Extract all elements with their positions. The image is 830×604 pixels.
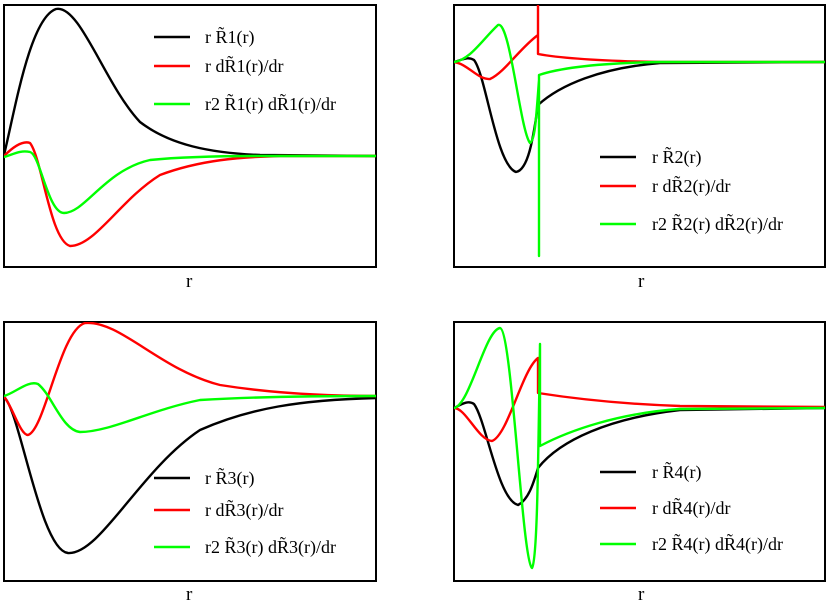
panel-1: r R̃1(r) r dR̃1(r)/dr r2 R̃1(r) dR̃1(r)/… bbox=[3, 4, 377, 292]
curve-3-black bbox=[4, 395, 376, 555]
legend: r R̃3(r) r dR̃3(r)/dr r2 R̃3(r) dR̃3(r)/… bbox=[154, 466, 336, 558]
panel-3: r R̃3(r) r dR̃3(r)/dr r2 R̃3(r) dR̃3(r)/… bbox=[3, 321, 377, 604]
plot-frame bbox=[3, 321, 377, 582]
x-axis-label: r bbox=[638, 271, 645, 292]
legend-label-2: r dR̃1(r)/dr bbox=[205, 54, 283, 77]
curve-2-black bbox=[454, 57, 825, 174]
curve-2-green bbox=[454, 23, 825, 258]
plot-frame bbox=[453, 4, 826, 268]
panel-4: r R̃4(r) r dR̃4(r)/dr r2 R̃4(r) dR̃4(r)/… bbox=[453, 321, 826, 604]
curve-4-red bbox=[454, 356, 825, 443]
plot-frame bbox=[3, 4, 377, 268]
legend-label-3: r2 R̃4(r) dR̃4(r)/dr bbox=[652, 532, 783, 555]
curve-3-red bbox=[4, 322, 376, 437]
legend: r R̃1(r) r dR̃1(r)/dr r2 R̃1(r) dR̃1(r)/… bbox=[154, 25, 336, 115]
panel-2: r R̃2(r) r dR̃2(r)/dr r2 R̃2(r) dR̃2(r)/… bbox=[453, 4, 826, 292]
curve-4-green bbox=[454, 326, 825, 570]
legend: r R̃2(r) r dR̃2(r)/dr r2 R̃2(r) dR̃2(r)/… bbox=[600, 145, 783, 235]
curve-1-green bbox=[4, 150, 376, 215]
x-axis-label: r bbox=[186, 271, 193, 292]
legend-label-2: r dR̃4(r)/dr bbox=[652, 496, 730, 519]
plot-frame bbox=[453, 321, 826, 582]
legend-label-3: r2 R̃2(r) dR̃2(r)/dr bbox=[652, 212, 783, 235]
curve-1-black bbox=[4, 7, 376, 158]
x-axis-label: r bbox=[638, 584, 645, 604]
legend-label-3: r2 R̃3(r) dR̃3(r)/dr bbox=[205, 535, 336, 558]
curve-1-red bbox=[4, 141, 376, 248]
curve-2-red bbox=[454, 5, 825, 81]
legend: r R̃4(r) r dR̃4(r)/dr r2 R̃4(r) dR̃4(r)/… bbox=[600, 460, 783, 555]
legend-label-2: r dR̃2(r)/dr bbox=[652, 174, 730, 197]
legend-label-2: r dR̃3(r)/dr bbox=[205, 498, 283, 521]
curve-4-black bbox=[454, 401, 825, 507]
x-axis-label: r bbox=[186, 584, 193, 604]
legend-label-3: r2 R̃1(r) dR̃1(r)/dr bbox=[205, 92, 336, 115]
curve-3-green bbox=[4, 382, 376, 434]
legend-label-1: r R̃2(r) bbox=[652, 145, 701, 168]
legend-label-1: r R̃1(r) bbox=[205, 25, 254, 48]
legend-label-1: r R̃3(r) bbox=[205, 466, 254, 489]
legend-label-1: r R̃4(r) bbox=[652, 460, 701, 483]
